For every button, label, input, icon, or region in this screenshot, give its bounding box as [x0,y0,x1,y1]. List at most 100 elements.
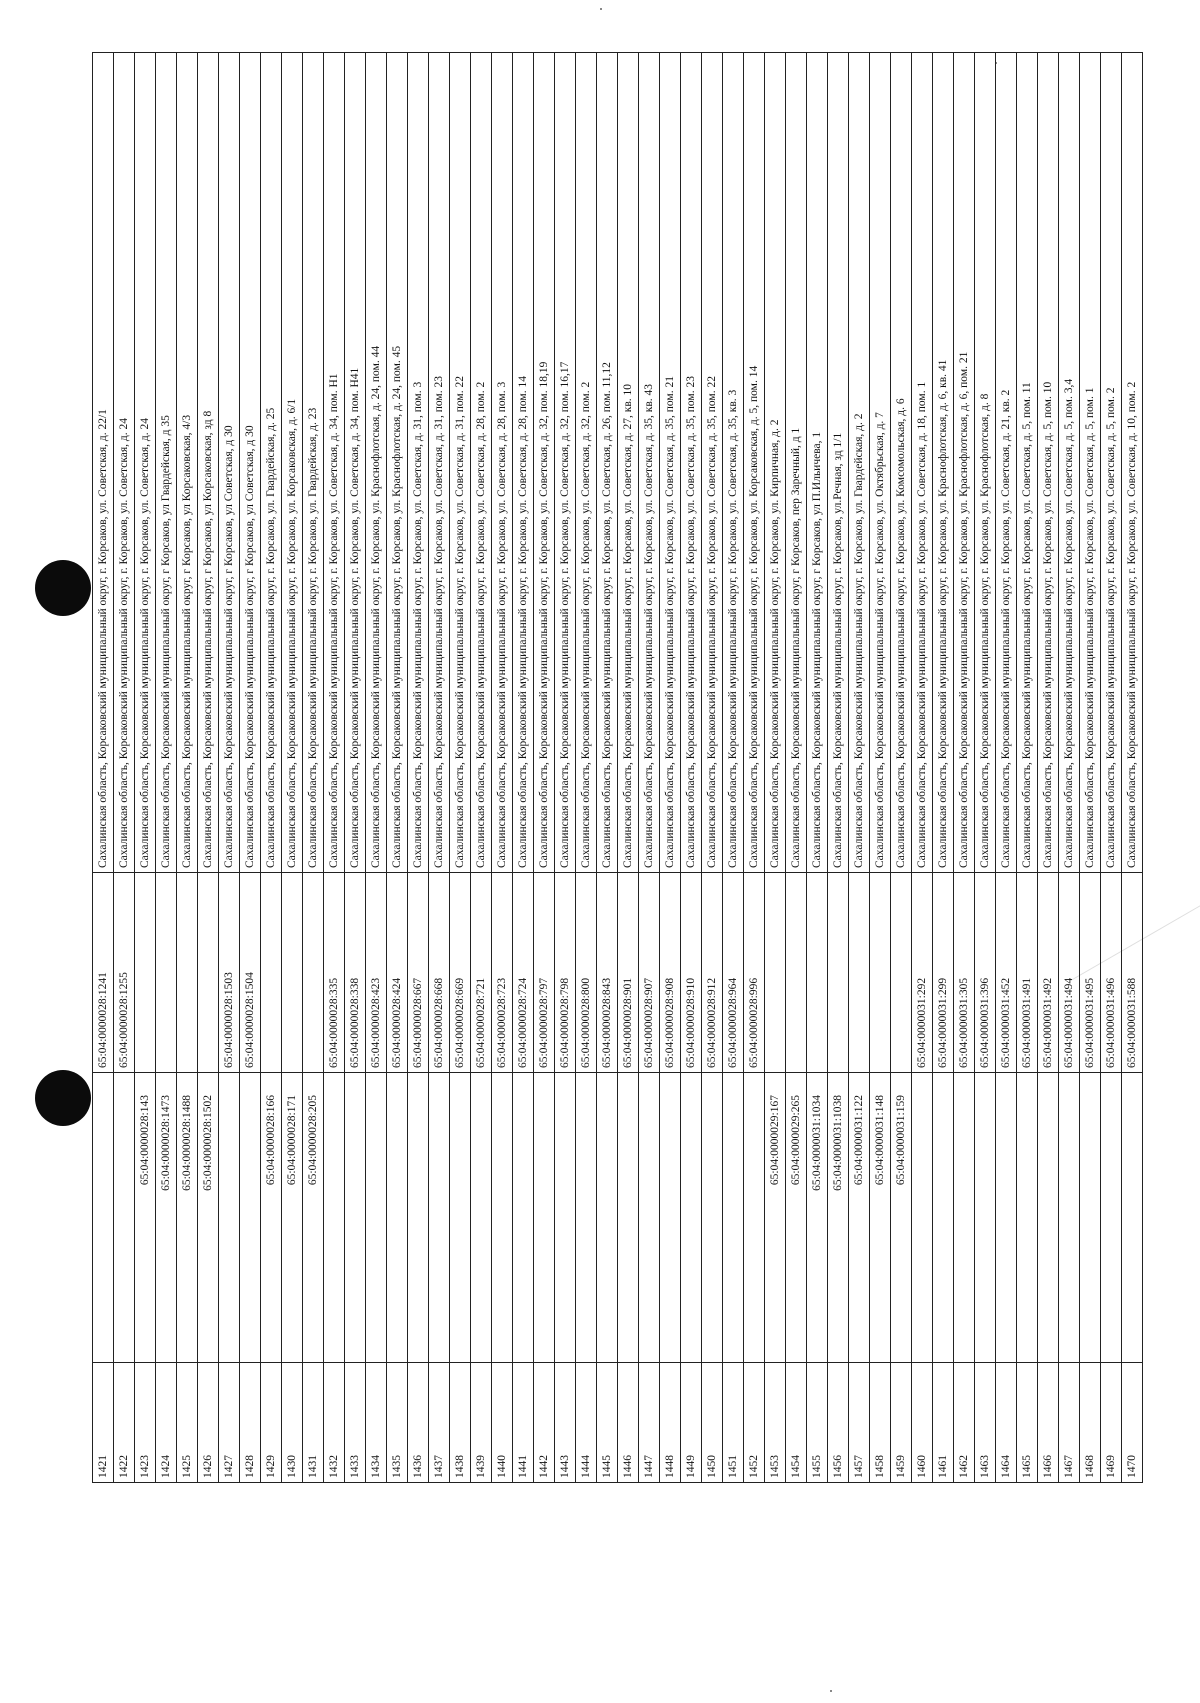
cadastral-structure-cell: 65:04:0000028:166 [260,1072,282,1363]
cadastral-unit-cell [806,872,828,1073]
row-number-cell: 1438 [449,1362,471,1483]
address-cell: Сахалинская область, Корсаковский муници… [1079,52,1101,873]
cadastral-structure-cell: 65:04:0000028:1488 [176,1072,198,1363]
cadastral-structure-cell [323,1072,345,1363]
address-cell: Сахалинская область, Корсаковский муници… [911,52,933,873]
cadastral-unit-cell: 65:04:0000028:996 [743,872,765,1073]
address-cell: Сахалинская область, Корсаковский муници… [365,52,387,873]
address-cell: Сахалинская область, Корсаковский муници… [533,52,555,873]
cadastral-structure-cell [953,1072,975,1363]
address-cell: Сахалинская область, Корсаковский муници… [470,52,492,873]
address-cell: Сахалинская область, Корсаковский муници… [1058,52,1080,873]
cadastral-structure-cell [638,1072,660,1363]
address-cell: Сахалинская область, Корсаковский муници… [260,52,282,873]
cadastral-unit-cell: 65:04:0000028:908 [659,872,681,1073]
cadastral-structure-cell [428,1072,450,1363]
address-cell: Сахалинская область, Корсаковский муници… [638,52,660,873]
row-number-cell: 1437 [428,1362,450,1483]
address-cell: Сахалинская область, Корсаковский муници… [1016,52,1038,873]
cadastral-structure-cell: 65:04:0000028:143 [134,1072,156,1363]
cadastral-unit-cell: 65:04:0000028:724 [512,872,534,1073]
cadastral-structure-cell: 65:04:0000029:265 [785,1072,807,1363]
row-number-cell: 1456 [827,1362,849,1483]
address-cell: Сахалинская область, Корсаковский муници… [197,52,219,873]
cadastral-structure-cell [512,1072,534,1363]
cadastral-structure-cell [407,1072,429,1363]
row-number-cell: 1442 [533,1362,555,1483]
cadastral-structure-cell: 65:04:0000031:159 [890,1072,912,1363]
address-cell: Сахалинская область, Корсаковский муници… [281,52,303,873]
cadastral-structure-cell [1058,1072,1080,1363]
cadastral-structure-cell: 65:04:0000031:148 [869,1072,891,1363]
row-number-cell: 1427 [218,1362,240,1483]
row-number-cell: 1428 [239,1362,261,1483]
cadastral-unit-cell [890,872,912,1073]
address-cell: Сахалинская область, Корсаковский муници… [806,52,828,873]
cadastral-structure-cell [554,1072,576,1363]
address-cell: Сахалинская область, Корсаковский муници… [386,52,408,873]
cadastral-structure-cell [365,1072,387,1363]
row-number-cell: 1463 [974,1362,996,1483]
cadastral-structure-cell [974,1072,996,1363]
cadastral-unit-cell: 65:04:0000031:292 [911,872,933,1073]
address-cell: Сахалинская область, Корсаковский муници… [722,52,744,873]
row-number-cell: 1464 [995,1362,1017,1483]
scan-dot [600,8,602,10]
row-number-cell: 1433 [344,1362,366,1483]
row-number-cell: 1429 [260,1362,282,1483]
cadastral-unit-cell [848,872,870,1073]
cadastral-structure-cell [344,1072,366,1363]
address-cell: Сахалинская область, Корсаковский муници… [449,52,471,873]
row-number-cell: 1441 [512,1362,534,1483]
scan-dot [995,62,997,64]
cadastral-structure-cell [218,1072,240,1363]
cadastral-structure-cell [575,1072,597,1363]
cadastral-unit-cell: 65:04:0000028:1255 [113,872,135,1073]
row-number-cell: 1422 [113,1362,135,1483]
row-number-cell: 1448 [659,1362,681,1483]
row-number-cell: 1467 [1058,1362,1080,1483]
row-number-cell: 1425 [176,1362,198,1483]
cadastral-structure-cell [470,1072,492,1363]
row-number-cell: 1465 [1016,1362,1038,1483]
cadastral-unit-cell: 65:04:0000028:907 [638,872,660,1073]
cadastral-unit-cell [764,872,786,1073]
address-cell: Сахалинская область, Корсаковский муници… [323,52,345,873]
cadastral-unit-cell: 65:04:0000031:452 [995,872,1017,1073]
row-number-cell: 1435 [386,1362,408,1483]
cadastral-structure-cell [617,1072,639,1363]
cadastral-structure-cell: 65:04:0000028:1502 [197,1072,219,1363]
address-cell: Сахалинская область, Корсаковский муници… [491,52,513,873]
cadastral-unit-cell: 65:04:0000028:668 [428,872,450,1073]
cadastral-unit-cell [281,872,303,1073]
cadastral-unit-cell: 65:04:0000031:396 [974,872,996,1073]
cadastral-structure-cell [491,1072,513,1363]
cadastral-unit-cell: 65:04:0000028:910 [680,872,702,1073]
row-number-cell: 1458 [869,1362,891,1483]
address-cell: Сахалинская область, Корсаковский муници… [134,52,156,873]
address-cell: Сахалинская область, Корсаковский муници… [575,52,597,873]
row-number-cell: 1434 [365,1362,387,1483]
cadastral-structure-cell: 65:04:0000031:1038 [827,1072,849,1363]
address-cell: Сахалинская область, Корсаковский муници… [176,52,198,873]
address-cell: Сахалинская область, Корсаковский муници… [239,52,261,873]
